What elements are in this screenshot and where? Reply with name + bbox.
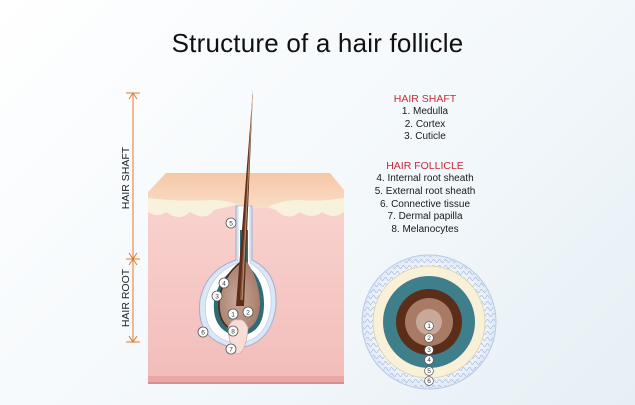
svg-text:1: 1 [231,311,235,318]
svg-text:8: 8 [231,328,235,335]
marker-7: 7 [225,343,237,355]
legend-heading-hair-shaft: HAIR SHAFT [393,93,457,105]
svg-text:1: 1 [427,323,431,330]
svg-text:4: 4 [222,280,226,287]
svg-text:3: 3 [427,347,431,354]
cross-marker-6: 6 [424,376,434,386]
marker-5: 5 [225,217,237,229]
cross-marker-3: 3 [424,345,434,355]
svg-text:5: 5 [427,368,431,375]
cross-marker-4: 4 [424,355,434,365]
hair-shaft [236,89,253,306]
marker-8: 8 [227,325,239,337]
follicle-markers: 5 4 3 1 2 8 6 7 [197,217,254,355]
legend: HAIR SHAFT 1. Medulla 2. Cortex 3. Cutic… [360,93,490,237]
legend-heading-hair-follicle: HAIR FOLLICLE [386,160,464,173]
marker-4: 4 [218,277,230,289]
svg-text:2: 2 [427,335,431,342]
legend-item: 3. Cuticle [404,131,446,143]
legend-item: 6. Connective tissue [379,198,471,210]
cross-marker-5: 5 [424,366,434,376]
svg-text:6: 6 [201,329,205,336]
cross-marker-1: 1 [424,321,434,331]
hair-cross-section: 1 2 3 4 5 6 [361,254,497,390]
legend-item: 8. Melanocytes [391,224,459,236]
svg-text:2: 2 [246,309,250,316]
legend-item: 4. Internal root sheath [376,172,474,184]
legend-item: 1. Medulla [401,105,449,117]
marker-3: 3 [211,290,223,302]
marker-1: 1 [227,308,239,320]
marker-2: 2 [242,306,254,318]
dimension-lines [126,92,140,343]
marker-6: 6 [197,326,209,338]
cross-section-markers: 1 2 3 4 5 6 [424,321,434,386]
page-title: Structure of a hair follicle [171,28,464,58]
legend-item: 7. Dermal papilla [387,211,463,223]
svg-text:6: 6 [427,378,431,385]
svg-text:4: 4 [427,357,431,364]
legend-item: 5. External root sheath [374,185,476,197]
cross-marker-2: 2 [424,333,434,343]
svg-text:5: 5 [229,220,233,227]
svg-text:3: 3 [215,293,219,300]
svg-text:7: 7 [229,346,233,353]
legend-item: 2. Cortex [404,118,446,130]
